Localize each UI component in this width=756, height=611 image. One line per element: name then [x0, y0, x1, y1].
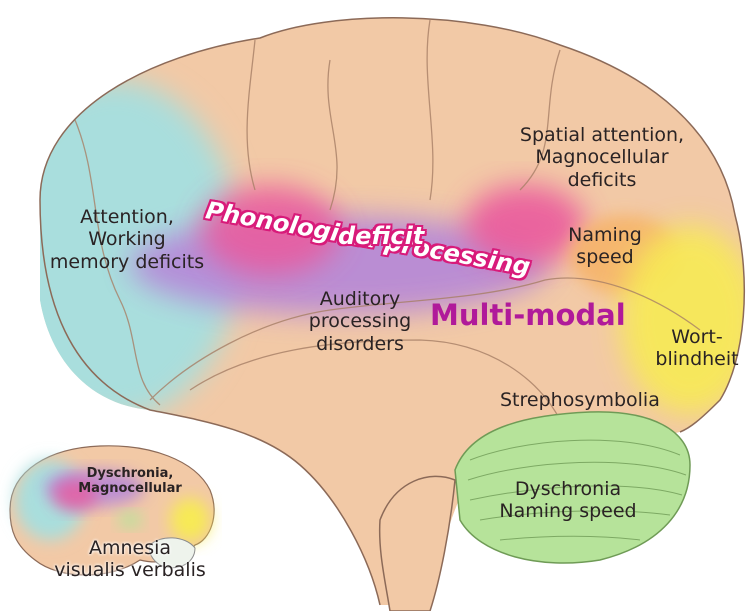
- label-strephosymbolia: Strephosymbolia: [500, 389, 660, 411]
- label-naming-speed: Naming speed: [550, 224, 660, 269]
- label-phonological-line2: deficit: [338, 222, 424, 250]
- label-small-brain: Dyschronia, Magnocellular: [60, 466, 200, 497]
- label-dyschronia-large: Dyschronia Naming speed: [488, 478, 648, 523]
- label-multimodal: Multi-modal: [430, 298, 626, 332]
- label-auditory: Auditory processing disorders: [290, 288, 430, 355]
- label-wortblindheit: Wort- blindheit: [641, 326, 753, 371]
- label-spatial-attention: Spatial attention, Magnocellular deficit…: [497, 124, 707, 191]
- label-attention: Attention, Working memory deficits: [42, 206, 212, 273]
- label-amnesia: Amnesia visualis verbalis: [30, 537, 230, 582]
